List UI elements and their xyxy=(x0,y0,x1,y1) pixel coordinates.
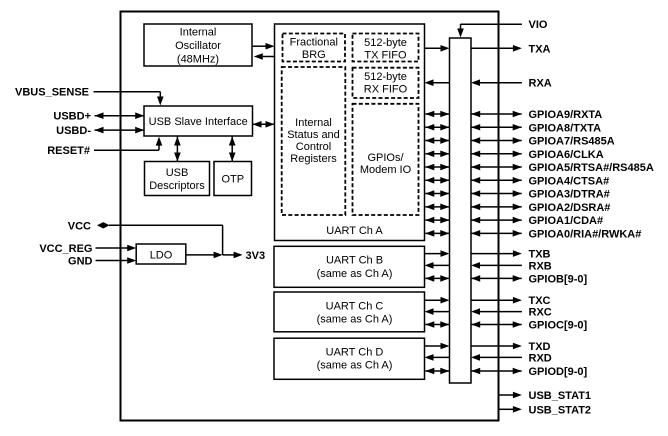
svg-text:USBD-: USBD- xyxy=(56,125,91,137)
svg-text:GPIOB[9-0]: GPIOB[9-0] xyxy=(529,273,588,285)
svg-text:TXC: TXC xyxy=(529,295,551,307)
svg-text:3V3: 3V3 xyxy=(246,250,266,262)
svg-text:BRG: BRG xyxy=(302,49,326,61)
svg-text:TXD: TXD xyxy=(529,341,551,353)
svg-text:LDO: LDO xyxy=(150,250,173,262)
svg-text:RXD: RXD xyxy=(529,352,552,364)
svg-text:RESET#: RESET# xyxy=(47,145,90,157)
svg-text:VCC: VCC xyxy=(68,220,91,232)
svg-text:UART Ch B: UART Ch B xyxy=(326,255,383,267)
svg-text:UART Ch A: UART Ch A xyxy=(326,225,383,237)
svg-text:UART Ch D: UART Ch D xyxy=(326,347,384,359)
svg-text:GPIOA8/TXTA: GPIOA8/TXTA xyxy=(529,122,602,134)
svg-text:GPIOA7/RS485A: GPIOA7/RS485A xyxy=(529,136,615,148)
svg-text:Fractional: Fractional xyxy=(290,37,338,49)
svg-text:GND: GND xyxy=(68,256,93,268)
svg-text:GPIOA5/RTSA#/RS485A: GPIOA5/RTSA#/RS485A xyxy=(529,162,654,174)
svg-text:TXB: TXB xyxy=(529,249,551,261)
svg-text:GPIOs/: GPIOs/ xyxy=(367,152,404,164)
svg-text:USB: USB xyxy=(166,167,189,179)
svg-text:Descriptors: Descriptors xyxy=(149,180,205,192)
svg-text:(same as Ch A): (same as Ch A) xyxy=(317,314,393,326)
svg-text:USB_STAT2: USB_STAT2 xyxy=(529,404,592,416)
svg-text:VBUS_SENSE: VBUS_SENSE xyxy=(15,87,89,99)
svg-text:OTP: OTP xyxy=(221,174,244,186)
svg-text:(same as Ch A): (same as Ch A) xyxy=(317,360,393,372)
svg-text:GPIOD[9-0]: GPIOD[9-0] xyxy=(529,366,588,378)
svg-text:Internal: Internal xyxy=(295,117,332,129)
svg-text:RX FIFO: RX FIFO xyxy=(364,84,408,96)
svg-text:GPIOA3/DTRA#: GPIOA3/DTRA# xyxy=(529,189,610,201)
svg-text:Internal: Internal xyxy=(180,27,217,39)
svg-text:Status and: Status and xyxy=(287,129,340,141)
svg-text:RXB: RXB xyxy=(529,260,552,272)
svg-text:TXA: TXA xyxy=(529,43,551,55)
svg-text:GPIOA2/DSRA#: GPIOA2/DSRA# xyxy=(529,202,611,214)
svg-text:USBD+: USBD+ xyxy=(53,111,91,123)
svg-text:VIO: VIO xyxy=(529,19,548,31)
svg-text:GPIOA4/CTSA#: GPIOA4/CTSA# xyxy=(529,175,610,187)
svg-text:GPIOA1/CDA#: GPIOA1/CDA# xyxy=(529,215,604,227)
svg-text:TX FIFO: TX FIFO xyxy=(364,50,407,62)
svg-text:Registers: Registers xyxy=(290,153,337,165)
svg-text:USB Slave Interface: USB Slave Interface xyxy=(149,116,248,128)
svg-text:VCC_REG: VCC_REG xyxy=(39,243,92,255)
svg-text:GPIOA6/CLKA: GPIOA6/CLKA xyxy=(529,149,604,161)
svg-text:Modem IO: Modem IO xyxy=(360,164,412,176)
svg-text:RXC: RXC xyxy=(529,307,552,319)
svg-text:Control: Control xyxy=(296,141,331,153)
svg-text:USB_STAT1: USB_STAT1 xyxy=(529,390,592,402)
svg-text:Oscillator: Oscillator xyxy=(175,40,221,52)
svg-text:UART Ch C: UART Ch C xyxy=(326,301,384,313)
svg-text:512-byte: 512-byte xyxy=(364,37,407,49)
svg-text:GPIOA0/RIA#/RWKA#: GPIOA0/RIA#/RWKA# xyxy=(529,228,642,240)
svg-text:(48MHz): (48MHz) xyxy=(177,54,219,66)
svg-text:512-byte: 512-byte xyxy=(364,71,407,83)
svg-text:(same as Ch A): (same as Ch A) xyxy=(317,268,393,280)
svg-text:GPIOA9/RXTA: GPIOA9/RXTA xyxy=(529,109,603,121)
svg-text:GPIOC[9-0]: GPIOC[9-0] xyxy=(529,320,588,332)
svg-text:RXA: RXA xyxy=(529,78,552,90)
